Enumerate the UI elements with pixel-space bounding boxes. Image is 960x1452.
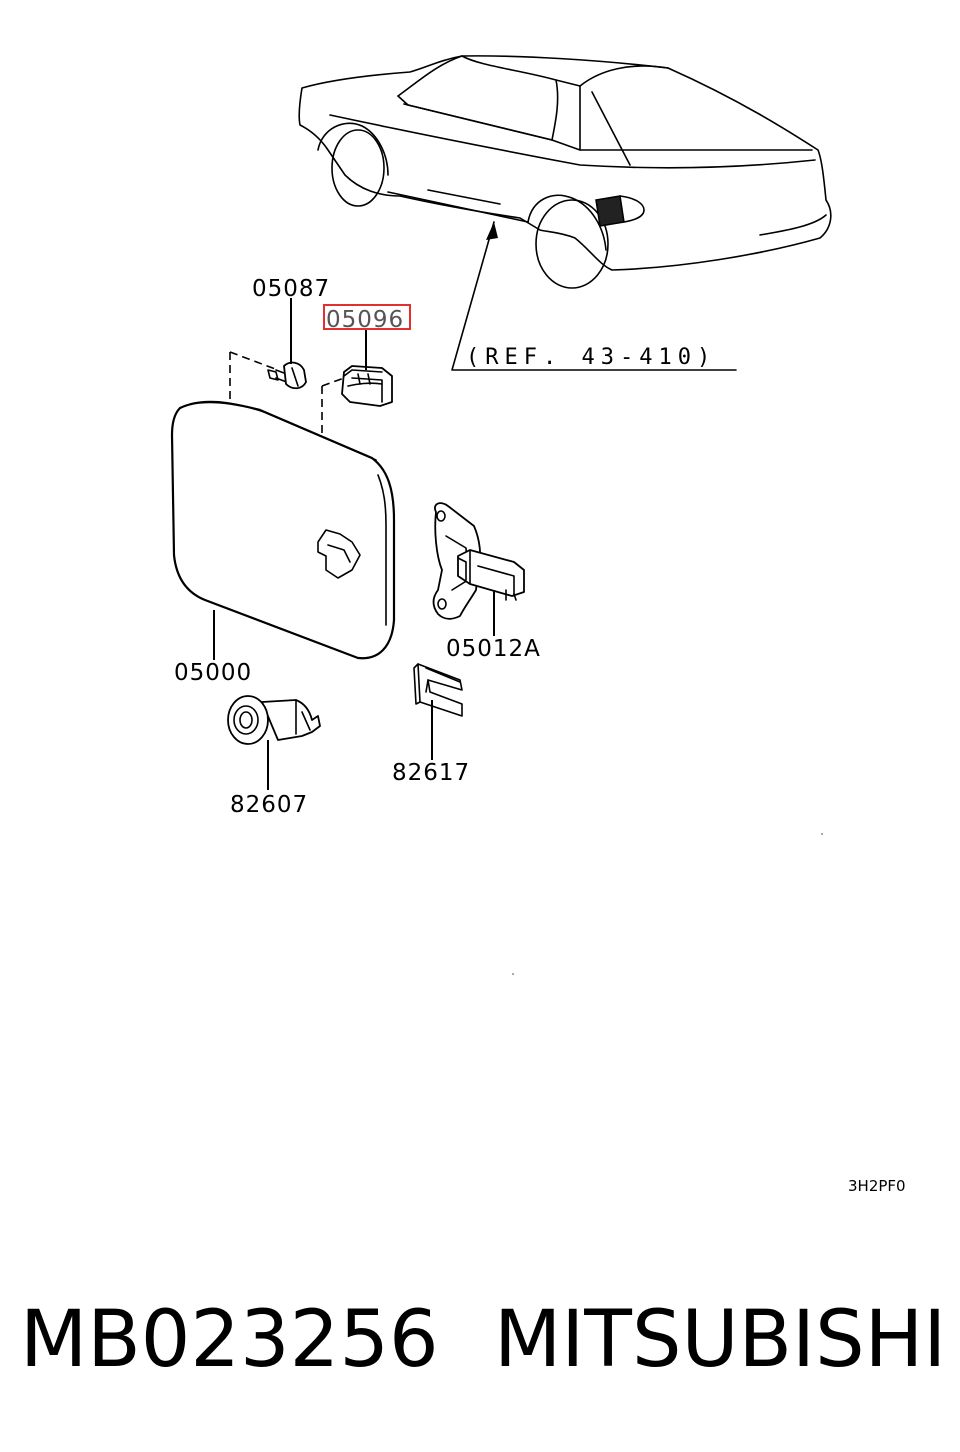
speck xyxy=(512,973,514,975)
diagram-code: 3H2PF0 xyxy=(848,1177,906,1195)
clip-part xyxy=(341,365,393,407)
callout-lid: 05000 xyxy=(174,660,252,686)
callout-spring: 82617 xyxy=(392,760,470,786)
callout-cylinder: 82607 xyxy=(230,792,308,818)
reference-pointer xyxy=(451,221,737,371)
hinge-part xyxy=(432,502,525,620)
spring-part xyxy=(413,663,463,717)
speck xyxy=(821,833,823,835)
bolt-part xyxy=(267,361,307,390)
callout-hinge: 05012A xyxy=(446,636,541,662)
callout-bolt: 05087 xyxy=(252,276,330,302)
car-illustration xyxy=(298,55,832,289)
assembly-lines xyxy=(229,351,345,436)
lock-cylinder-part xyxy=(227,695,321,745)
callout-clip: 05096 xyxy=(326,307,404,333)
leader-lines xyxy=(213,298,495,790)
highlight-box xyxy=(323,304,411,330)
callout-reference: (REF. 43-410) xyxy=(466,345,716,370)
fuel-lid-panel xyxy=(170,400,396,660)
brand-name: MITSUBISHI xyxy=(494,1295,946,1385)
part-number: MB023256 xyxy=(20,1295,439,1385)
